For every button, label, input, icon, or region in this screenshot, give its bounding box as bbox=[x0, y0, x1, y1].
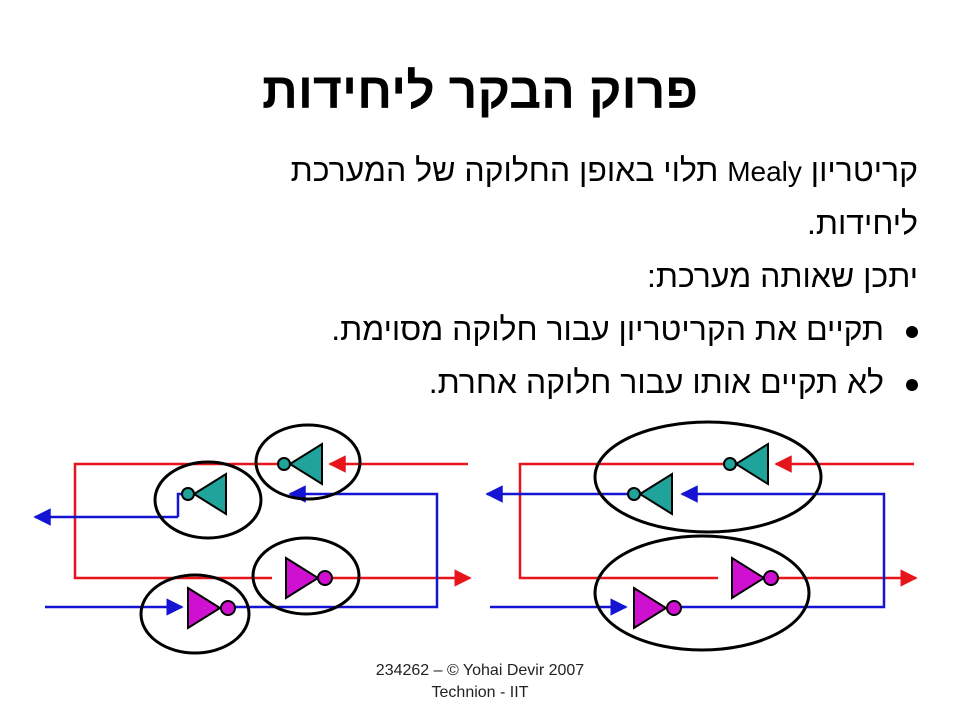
footer-copyright: 234262 – © Yohai Devir 2007 bbox=[375, 662, 585, 679]
footer-institution: Technion - IIT bbox=[431, 684, 529, 701]
inverter-gate-teal bbox=[627, 472, 673, 516]
inverter-gate-teal bbox=[277, 442, 323, 486]
buffer-gate-magenta bbox=[731, 556, 779, 600]
left-partition-diagram bbox=[33, 423, 472, 655]
partition-ellipse bbox=[593, 420, 823, 534]
mealy-term: Mealy bbox=[727, 156, 802, 187]
inverter-gate-teal bbox=[723, 442, 769, 486]
body-line-1-a: קריטריון bbox=[810, 152, 918, 188]
buffer-gate-magenta bbox=[187, 586, 236, 630]
bullet-item: תקיים את הקריטריון עבור חלוקה מסוימת. bbox=[331, 311, 918, 348]
partition-diagram bbox=[33, 420, 918, 655]
body-line-1: קריטריון Mealy תלוי באופן החלוקה של המער… bbox=[291, 152, 918, 189]
buffer-gate-magenta bbox=[285, 556, 333, 600]
slide-title: פרוק הבקר ליחידות bbox=[261, 63, 699, 119]
partition-ellipse bbox=[593, 534, 811, 652]
bullet-item: לא תקיים אותו עבור חלוקה אחרת. bbox=[429, 364, 918, 401]
inverter-gate-teal bbox=[181, 472, 227, 516]
partition-ellipse bbox=[251, 536, 361, 616]
partition-ellipse bbox=[153, 460, 263, 540]
buffer-gate-magenta bbox=[633, 586, 682, 630]
blue-wire bbox=[680, 485, 886, 609]
partition-ellipse bbox=[139, 573, 251, 655]
bullet-text: תקיים את הקריטריון עבור חלוקה מסוימת. bbox=[331, 311, 884, 347]
red-wire bbox=[518, 462, 730, 580]
body-line-1-b: תלוי באופן החלוקה של המערכת bbox=[290, 152, 719, 188]
bullet-dot bbox=[906, 325, 918, 338]
partition-ellipse bbox=[254, 423, 362, 501]
body-line-3: יתכן שאותה מערכת: bbox=[646, 258, 918, 294]
body-line-2: ליחידות. bbox=[806, 205, 918, 241]
slide-footer: 234262 – © Yohai Devir 2007 Technion - I… bbox=[0, 660, 960, 704]
bullet-dot bbox=[906, 378, 918, 391]
right-partition-diagram bbox=[485, 420, 918, 652]
bullet-text: לא תקיים אותו עבור חלוקה אחרת. bbox=[428, 364, 884, 400]
